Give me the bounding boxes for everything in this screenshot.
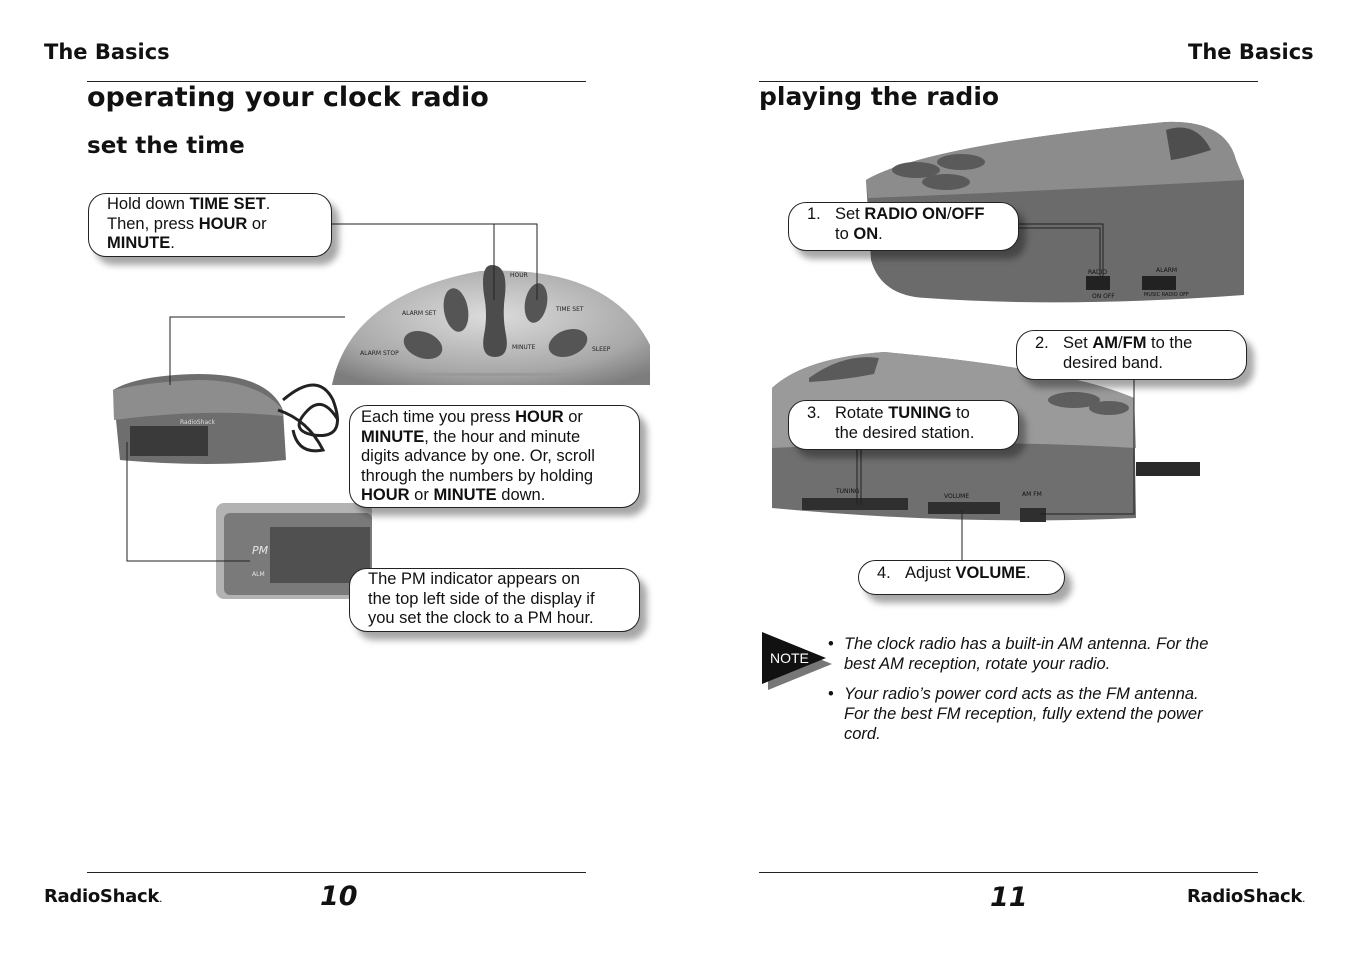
note-list: • The clock radio has a built-in AM ante… (828, 634, 1268, 754)
label-alarm-stop: ALARM STOP (360, 350, 399, 357)
note-label: NOTE (770, 650, 809, 666)
label-alm: ALM (252, 571, 265, 578)
label-time-set: TIME SET (555, 306, 584, 313)
header-rule-right (759, 81, 1258, 82)
brand-logo-left: RadioShack. (44, 886, 163, 907)
label-alarm-modes: MUSIC RADIO OFF (1144, 292, 1189, 298)
label-on-off: ON OFF (1092, 293, 1115, 300)
label-hour: HOUR (510, 272, 528, 279)
callout-time-set: Hold down TIME SET. Then, press HOUR or … (88, 193, 332, 257)
callout-step-1: 1.Set RADIO ON/OFF to ON. (788, 202, 1019, 251)
subtitle-set-the-time: set the time (87, 133, 245, 159)
callout-step-3: 3.Rotate TUNING to the desired station. (788, 400, 1019, 450)
header-rule-left (87, 81, 586, 82)
callout-pm-indicator: The PM indicator appears on the top left… (349, 568, 640, 632)
callout-step-4: 4.Adjust VOLUME. (858, 560, 1065, 595)
clock-radio-photo: RadioShack (113, 374, 340, 464)
label-minute: MINUTE (512, 344, 535, 351)
page-title-left: operating your clock radio (87, 82, 489, 113)
callout-step-2: 2.Set AM/FM to the desired band. (1016, 330, 1247, 380)
callout-hour-minute: Each time you press HOUR or MINUTE, the … (349, 405, 640, 508)
pm-display-photo: PM ALM (216, 503, 372, 599)
brand-logo-right: RadioShack. (1187, 886, 1306, 907)
label-volume: VOLUME (944, 493, 969, 500)
label-alarm-set: ALARM SET (402, 310, 437, 317)
label-radio: RADIO (1088, 269, 1107, 276)
clock-buttons-photo: HOUR ALARM SET TIME SET MINUTE ALARM STO… (332, 265, 650, 385)
label-radioshack-on-unit: RadioShack (180, 419, 215, 426)
label-sleep: SLEEP (592, 346, 611, 353)
section-header-right: The Basics (1188, 40, 1314, 64)
note-item: • The clock radio has a built-in AM ante… (828, 635, 1209, 673)
label-tuning: TUNING (835, 488, 860, 495)
label-pm: PM (252, 544, 269, 557)
label-alarm: ALARM (1156, 267, 1177, 274)
note-item: • Your radio’s power cord acts as the FM… (828, 685, 1203, 743)
radio-back-photo: RADIO ON OFF ALARM MUSIC RADIO OFF (866, 121, 1244, 303)
section-header-left: The Basics (44, 40, 170, 64)
page-number-left: 10 (320, 881, 358, 912)
footer-rule-right (759, 872, 1258, 873)
note-badge: NOTE (762, 632, 832, 690)
page-title-right: playing the radio (759, 82, 1000, 111)
footer-rule-left (87, 872, 586, 873)
page-number-right: 11 (990, 882, 1028, 913)
label-am-fm: AM FM (1022, 491, 1042, 498)
